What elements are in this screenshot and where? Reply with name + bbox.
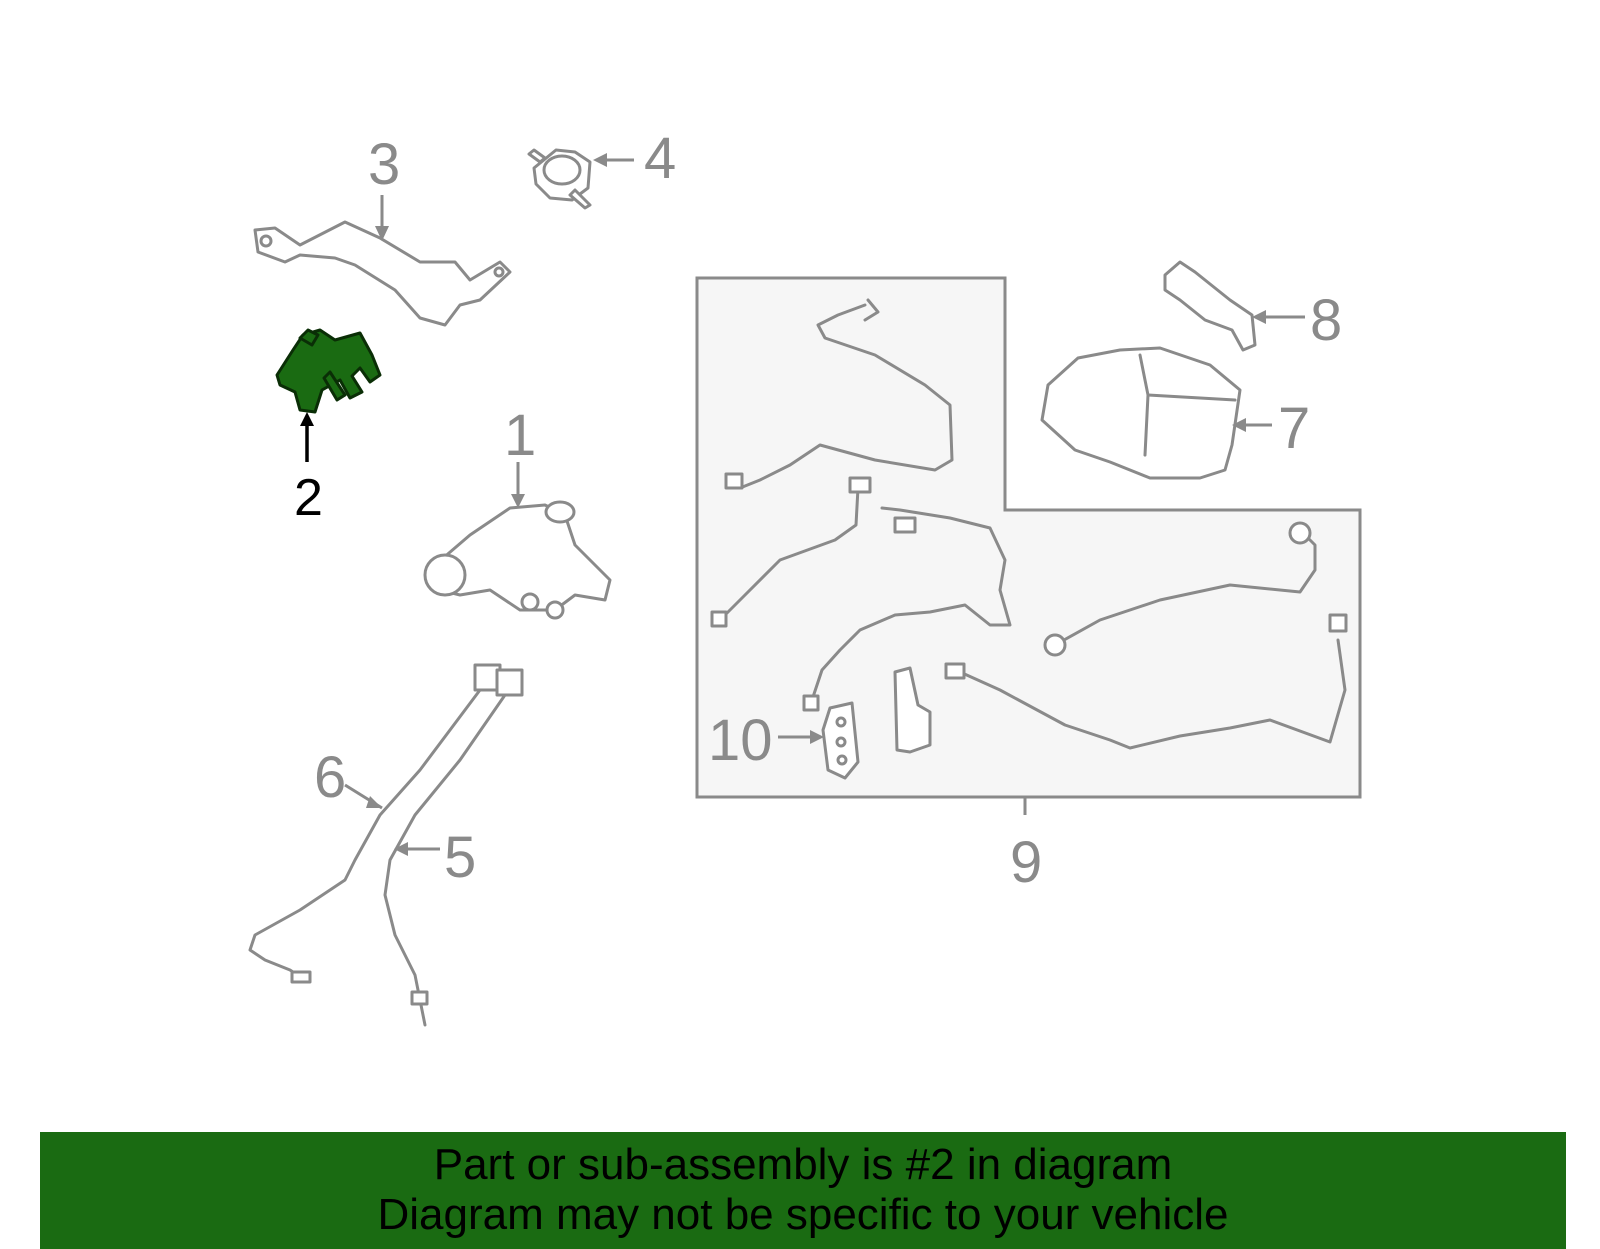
callout-7[interactable]: 7 — [1278, 396, 1310, 461]
part-5-sensor-rear[interactable] — [383, 668, 524, 1027]
callout-10[interactable]: 10 — [708, 708, 773, 773]
info-banner: Part or sub-assembly is #2 in diagram Di… — [40, 1132, 1566, 1249]
part-8-bracket[interactable] — [1163, 260, 1257, 352]
part-10-connector[interactable] — [821, 701, 860, 780]
callout-4[interactable]: 4 — [644, 126, 676, 191]
banner-line-disclaimer: Diagram may not be specific to your vehi… — [377, 1190, 1229, 1239]
callout-9[interactable]: 9 — [1010, 830, 1042, 895]
callout-5[interactable]: 5 — [444, 825, 476, 890]
part-6-sensor-front[interactable] — [248, 663, 502, 984]
banner-line-part: Part or sub-assembly is #2 in diagram — [433, 1140, 1173, 1189]
part-9-hose-assembly[interactable] — [710, 298, 1348, 754]
part-7-canister[interactable] — [1040, 346, 1242, 480]
part-4-mount[interactable] — [527, 148, 592, 210]
part-1-valve[interactable] — [423, 500, 612, 620]
callout-1[interactable]: 1 — [504, 403, 536, 468]
callout-3[interactable]: 3 — [368, 132, 400, 197]
callout-6[interactable]: 6 — [314, 745, 346, 810]
callout-2[interactable]: 2 — [294, 469, 323, 527]
callout-8[interactable]: 8 — [1310, 288, 1342, 353]
part-2-solenoid[interactable] — [275, 328, 382, 414]
part-3-bracket[interactable] — [253, 220, 512, 327]
assembly-panel-9 — [695, 276, 1362, 799]
